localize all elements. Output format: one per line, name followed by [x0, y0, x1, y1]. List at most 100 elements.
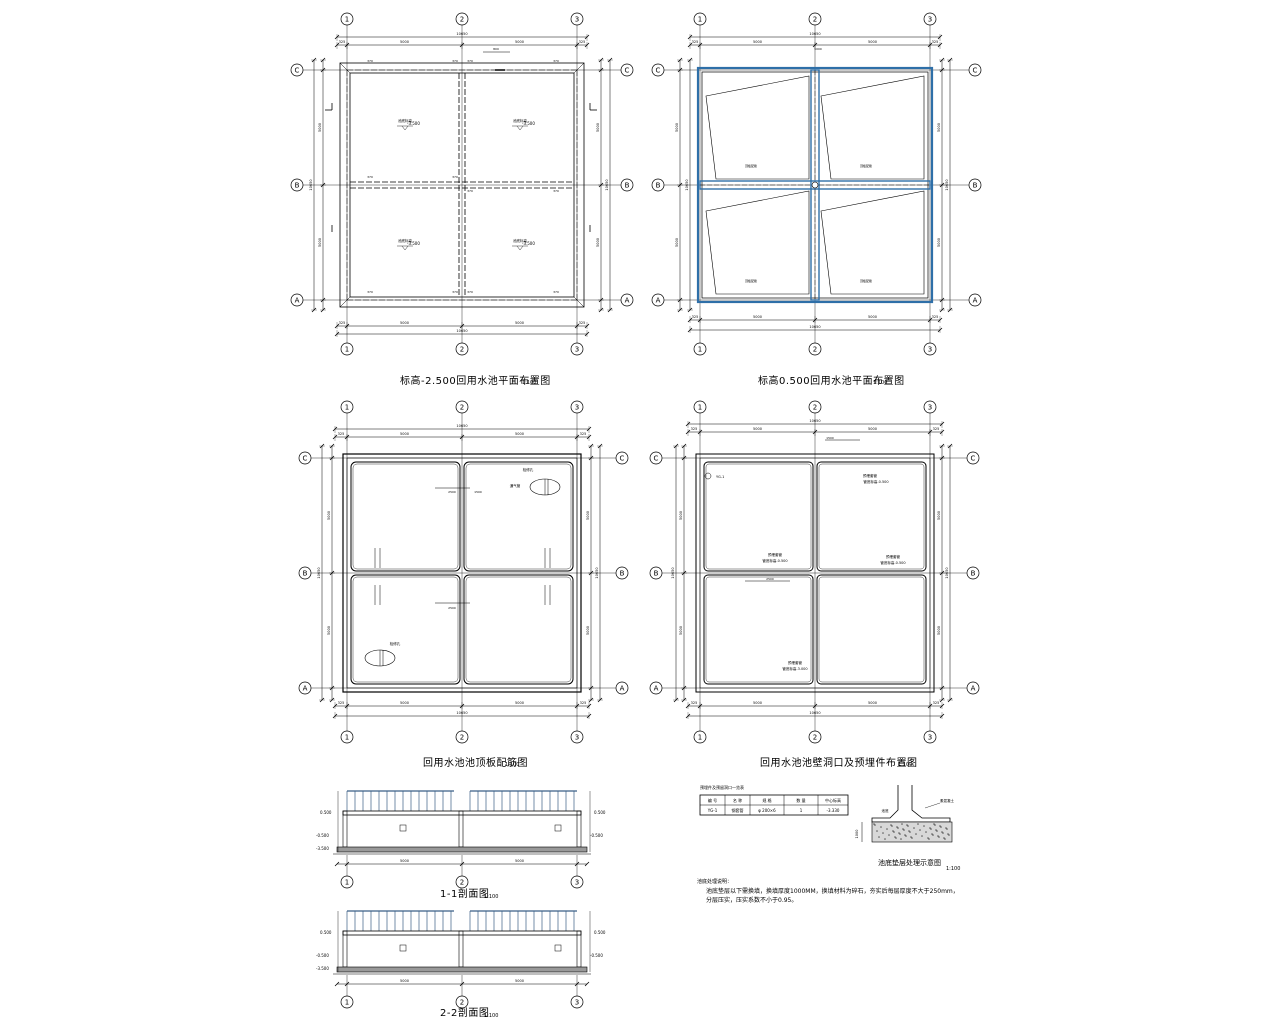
- dim-bay-text: 5000: [400, 432, 409, 436]
- slab-outer-edge: [342, 453, 582, 693]
- sec1-title: 1-1剖面图: [440, 889, 490, 900]
- row-axis-right-A-label: A: [971, 685, 976, 693]
- plan2-title: 标高0.500回用水池平面布置图: [758, 376, 905, 387]
- elevation-triangle: [516, 125, 524, 131]
- dim-bay-text: 5000: [679, 626, 683, 635]
- dim-total-text: 10650: [685, 179, 689, 190]
- row-axis-right-B-label: B: [971, 570, 976, 578]
- gravel-dot: [884, 838, 886, 840]
- opening-dim-text: 800: [493, 47, 499, 51]
- col-axis-bottom-3-bubble: [923, 342, 937, 356]
- col-axis-bottom-3-bubble: [923, 730, 937, 744]
- section-axis-1-label: 1: [345, 999, 349, 1007]
- plan2-scale: 1:100: [873, 380, 888, 386]
- dim-total-text: 10650: [809, 32, 820, 36]
- row-axis-right-B-bubble: [620, 178, 634, 192]
- row-axis-right-A-bubble: [620, 293, 634, 307]
- opening-mark: [554, 944, 562, 952]
- row-axis-left-B-bubble: [651, 178, 665, 192]
- dim-bay-text: 5000: [327, 511, 331, 520]
- row-axis-right-B-bubble: [968, 178, 982, 192]
- gravel-dot: [943, 837, 945, 839]
- opening-mark: [399, 824, 407, 832]
- dim-total-text: 10650: [945, 179, 949, 190]
- dim-total-text: 10650: [456, 424, 467, 428]
- dim-bay-text: 5000: [753, 701, 762, 705]
- gravel-dot: [896, 826, 898, 828]
- chamber-inner: [818, 463, 925, 570]
- section-axis-3-bubble: [570, 995, 584, 1009]
- dim-total-text: 10650: [456, 711, 467, 715]
- col-axis-top-3-label: 3: [575, 16, 579, 24]
- gravel-dot: [874, 824, 876, 826]
- table-header-cell: 名 称: [733, 797, 742, 803]
- dim-edge-text: 325: [339, 321, 346, 325]
- section-wall: [458, 810, 464, 848]
- section-wall: [342, 810, 348, 848]
- gravel-dot: [908, 830, 910, 832]
- floor-slab: [336, 966, 588, 973]
- chamber: [703, 574, 814, 685]
- dim-text: 1500: [826, 436, 834, 440]
- chamber-inner: [705, 576, 812, 683]
- row-axis-right-A-bubble: [966, 681, 980, 695]
- col-axis-bottom-3-label: 3: [575, 734, 579, 742]
- row-axis-right-A-label: A: [620, 685, 625, 693]
- dim-bay-text: 5000: [400, 979, 409, 983]
- gravel-dot: [873, 823, 875, 825]
- table-header-cell: 规 格: [762, 797, 771, 803]
- dim-tick: [334, 981, 340, 987]
- section-wall: [576, 810, 582, 848]
- section-wall: [342, 930, 348, 968]
- dim-bay-text: 5000: [400, 321, 409, 325]
- detail-label: 池底: [882, 808, 890, 813]
- plan1-scale: 1:100: [522, 380, 537, 386]
- dim-edge-text: 325: [933, 701, 940, 705]
- dim-bay-text: 5000: [868, 701, 877, 705]
- dim-edge-text: 325: [932, 40, 939, 44]
- dim-total-text: 10650: [671, 567, 675, 578]
- dim-bay-text: 5000: [937, 511, 941, 520]
- gravel-dot: [923, 825, 925, 827]
- table-header-cell: 中心标高: [825, 797, 841, 803]
- outer-wall-outline: [339, 62, 585, 308]
- dim-edge-text: 325: [692, 315, 699, 319]
- section-axis-2-bubble: [455, 875, 469, 889]
- dim-bay-text: 5000: [515, 859, 524, 863]
- level-text: 0.500: [320, 810, 332, 815]
- dim-bay-text: 5000: [675, 238, 679, 247]
- dim-edge-text: 325: [933, 427, 940, 431]
- section-axis-3-label: 3: [575, 999, 579, 1007]
- col-axis-bottom-3-label: 3: [928, 346, 932, 354]
- row-axis-left-A-bubble: [649, 681, 663, 695]
- dim-bay-text: 5000: [868, 40, 877, 44]
- row-axis-right-B-label: B: [625, 182, 630, 190]
- col-axis-top-3-label: 3: [575, 404, 579, 412]
- row-axis-right-C-bubble: [615, 451, 629, 465]
- haunch-line: [573, 296, 585, 308]
- level-text: -0.500: [316, 833, 329, 838]
- level-text: -0.500: [316, 953, 329, 958]
- dim-bay-text: 5000: [937, 123, 941, 132]
- chamber-inner: [705, 463, 812, 570]
- gravel-dot: [899, 833, 901, 835]
- gravel-dot: [927, 837, 929, 839]
- col-axis-top-2-bubble: [455, 400, 469, 414]
- gravel-dot: [878, 836, 880, 838]
- dim-bay-text: 5000: [327, 626, 331, 635]
- dim-bay-text: 5000: [515, 40, 524, 44]
- gravel-dot: [897, 827, 899, 829]
- section-axis-2-bubble: [455, 995, 469, 1009]
- dim-bay-text: 5000: [596, 123, 600, 132]
- slab-edge-outer: [696, 66, 934, 304]
- gravel-dot: [915, 833, 917, 835]
- sec2-scale: 1:100: [484, 1013, 499, 1019]
- gravel-dot: [911, 837, 913, 839]
- rebar-label: 顶板配筋: [745, 278, 757, 283]
- gravel-dot: [948, 834, 950, 836]
- col-axis-bottom-3-label: 3: [575, 346, 579, 354]
- gravel-dot: [928, 838, 930, 840]
- column-node: [811, 181, 819, 189]
